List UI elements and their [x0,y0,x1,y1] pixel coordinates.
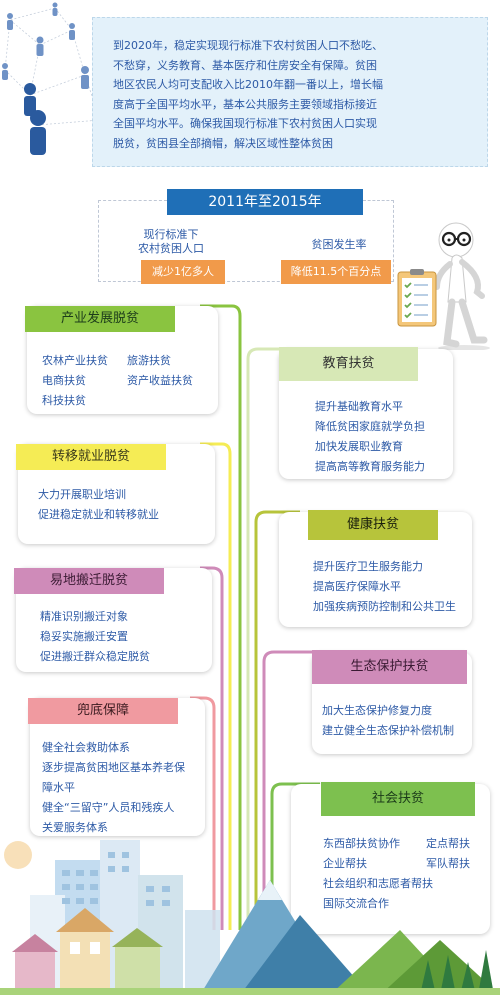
card-title: 健康扶贫 [308,510,438,540]
thinking-man-icon [397,222,490,350]
card-title: 生态保护扶贫 [312,650,467,684]
list-item: 旅游扶贫 [127,354,171,367]
list-item: 促进搬迁群众稳定脱贫 [40,650,150,663]
poverty-population-stat: 减少1亿多人 [141,260,225,284]
card-title: 转移就业脱贫 [16,444,166,470]
list-item: 社会组织和志愿者帮扶 [323,877,433,890]
card-title: 易地搬迁脱贫 [14,568,164,594]
poverty-population-label: 现行标准下 农村贫困人口 [138,228,204,255]
card-health: 健康扶贫 提升医疗卫生服务能力 提高医疗保障水平 加强疾病预防控制和公共卫生 [279,510,472,627]
intro-box: 到2020年，稳定实现现行标准下农村贫困人口不愁吃、 不愁穿，义务教育、基本医疗… [92,17,488,167]
list-item: 健全社会救助体系 [42,741,130,754]
period-frame [98,200,394,282]
list-item: 加快发展职业教育 [315,440,403,453]
list-item: 促进稳定就业和转移就业 [38,508,159,521]
list-item: 电商扶贫 [42,374,86,387]
period-frame-top [363,200,394,202]
list-item: 农林产业扶贫 [42,354,108,367]
list-item: 定点帮扶 [426,837,470,850]
intro-line: 脱贫，贫困县全部摘帽，解决区域性整体贫困 [113,136,333,150]
list-item: 大力开展职业培训 [38,488,126,501]
card-social: 社会扶贫 东西部扶贫协作 定点帮扶 企业帮扶 军队帮扶 社会组织和志愿者帮扶 国… [291,782,490,934]
period-frame-top [98,200,167,202]
list-item: 障水平 [42,781,75,794]
card-safety-net: 兜底保障 健全社会救助体系 逐步提高贫困地区基本养老保 障水平 健全“三留守”人… [28,698,205,836]
intro-line: 全国平均水平。确保我国现行标准下农村贫困人口实现 [113,117,377,130]
people-network-icon [2,2,103,155]
intro-line: 不愁穿，义务教育、基本医疗和住房安全有保障。贫困 [113,58,377,72]
list-item: 关爱服务体系 [42,821,108,834]
list-item: 企业帮扶 [323,857,367,870]
list-item: 提高高等教育服务能力 [315,460,425,473]
card-education: 教育扶贫 提升基础教育水平 降低贫困家庭就学负担 加快发展职业教育 提高高等教育… [279,347,453,479]
list-item: 提升医疗卫生服务能力 [313,560,423,573]
card-industry: 产业发展脱贫 农林产业扶贫 旅游扶贫 电商扶贫 资产收益扶贫 科技扶贫 [25,306,218,414]
list-item: 国际交流合作 [323,897,389,910]
intro-line: 地区农民人均可支配收入比2010年翻一番以上，增长幅 [113,78,383,91]
list-item: 提升基础教育水平 [315,400,403,413]
list-item: 精准识别搬迁对象 [40,610,128,623]
mountain-icon [200,880,500,995]
list-item: 建立健全生态保护补偿机制 [322,724,454,737]
city-skyline-icon [0,840,500,995]
list-item: 加大生态保护修复力度 [322,704,432,717]
card-relocation: 易地搬迁脱贫 精准识别搬迁对象 稳妥实施搬迁安置 促进搬迁群众稳定脱贫 [14,568,212,672]
poverty-rate-stat: 降低11.5个百分点 [281,260,391,284]
list-item: 健全“三留守”人员和残疾人 [42,801,175,814]
period-title: 2011年至2015年 [167,189,363,215]
intro-line: 度高于全国平均水平，基本公共服务主要领域指标接近 [113,97,377,111]
card-ecology: 生态保护扶贫 加大生态保护修复力度 建立健全生态保护补偿机制 [312,650,472,754]
poverty-rate-label: 贫困发生率 [311,238,367,251]
intro-line: 到2020年，稳定实现现行标准下农村贫困人口不愁吃、 [113,39,383,52]
card-title: 兜底保障 [28,698,178,724]
list-item: 加强疾病预防控制和公共卫生 [313,600,456,613]
list-item: 资产收益扶贫 [127,374,193,387]
list-item: 东西部扶贫协作 [323,837,400,850]
card-title: 教育扶贫 [279,347,418,381]
list-item: 逐步提高贫困地区基本养老保 [42,761,185,774]
card-title: 社会扶贫 [321,782,475,816]
list-item: 降低贫困家庭就学负担 [315,420,425,433]
list-item: 稳妥实施搬迁安置 [40,630,128,643]
list-item: 军队帮扶 [426,857,470,870]
card-employment: 转移就业脱贫 大力开展职业培训 促进稳定就业和转移就业 [16,444,215,544]
list-item: 提高医疗保障水平 [313,580,401,593]
card-title: 产业发展脱贫 [25,306,175,332]
list-item: 科技扶贫 [42,394,86,407]
checklist-icon [397,269,437,327]
